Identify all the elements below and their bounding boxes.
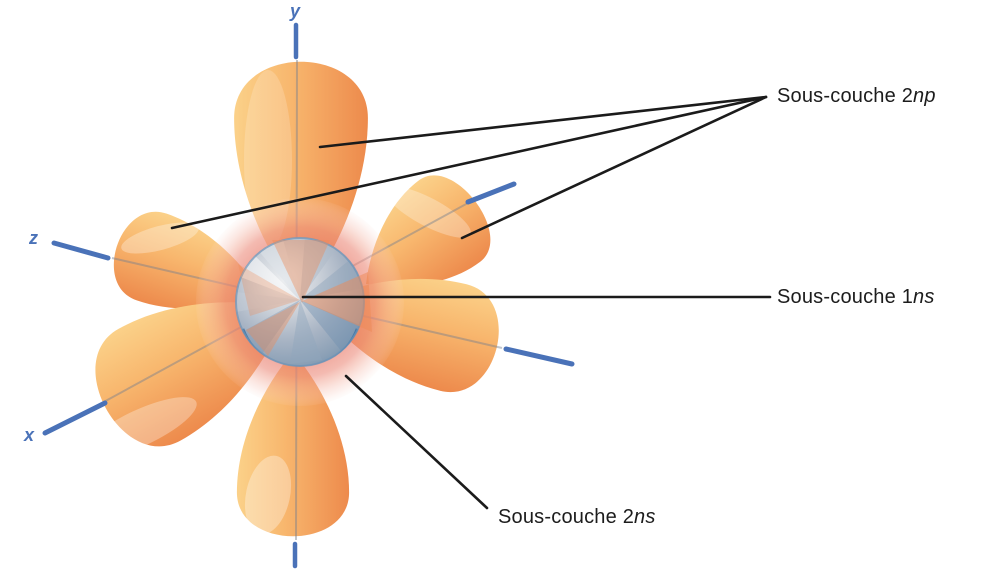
callout-label-2np-text: Sous-couche 2 (777, 85, 914, 107)
callout-lines (170, 95, 772, 510)
callout-label-2ns: Sous-couche 2ns (498, 505, 656, 529)
callout-label-1ns-text: Sous-couche 1 (777, 286, 914, 308)
callout-line-2np-right-lobe (460, 95, 768, 240)
callout-label-1ns: Sous-couche 1ns (777, 285, 935, 309)
axis-z-line-left (51, 240, 111, 261)
axes (42, 22, 575, 569)
callout-label-2ns-emphasis: ns (634, 506, 656, 528)
callout-label-2ns-text: Sous-couche 2 (498, 506, 635, 528)
axis-label-x: x (24, 425, 35, 445)
lobe-gloss (121, 222, 199, 254)
callout-line-2np-left-lobe (170, 95, 768, 230)
axis-label-y: y (290, 1, 301, 21)
callout-label-2np-emphasis: np (913, 85, 936, 107)
callout-label-1ns-emphasis: ns (913, 286, 935, 308)
axis-x-line-left (42, 400, 108, 436)
p-orbital-lobe-upper-right (366, 175, 491, 287)
lobe-gloss (83, 397, 197, 459)
axis-z-line-right (503, 346, 575, 367)
callout-line-2ns-ring (344, 374, 489, 510)
lobe-gloss (244, 455, 292, 535)
axis-x-line-right (465, 181, 517, 205)
lobe-gloss (385, 186, 471, 238)
callout-label-2np: Sous-couche 2np (777, 84, 936, 108)
callout-line-2np-top-lobe (318, 95, 768, 149)
lobe-tip-overlaps (238, 240, 372, 356)
s-orbital-1s-sphere (235, 237, 372, 367)
axis-label-z: z (29, 228, 38, 248)
